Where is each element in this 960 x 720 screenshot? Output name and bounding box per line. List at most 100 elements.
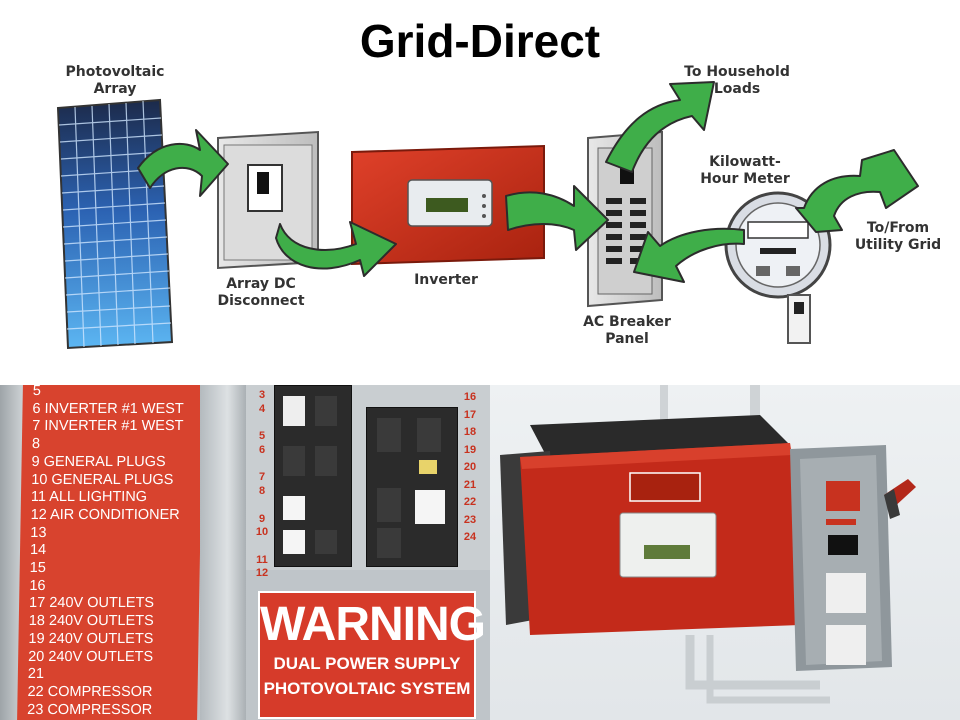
label-inverter: Inverter	[414, 272, 478, 288]
inverter-display-panel	[619, 512, 717, 578]
circuit-entry: 15	[29, 560, 47, 577]
circuit-entry: 8	[31, 436, 41, 453]
panel-door-edge	[200, 385, 246, 720]
arrow-inverter-to-panel	[505, 185, 609, 251]
label-pv-array-line1: Photovoltaic	[65, 64, 165, 80]
breaker-switch	[415, 490, 445, 524]
system-diagram	[56, 81, 919, 350]
label-dc-disconnect: Array DC Disconnect	[196, 276, 326, 310]
breaker-number: 7	[258, 471, 266, 484]
breaker-number: 19	[463, 443, 477, 456]
breaker-number: 6	[258, 443, 266, 456]
label-household-line2: Loads	[713, 81, 761, 97]
kwh-meter-icon	[724, 191, 832, 344]
label-meter-line1: Kilowatt-	[709, 154, 781, 170]
inverter-photo-art	[500, 385, 916, 704]
breaker-number: 4	[258, 402, 266, 415]
warning-label: WARNING DUAL POWER SUPPLY PHOTOVOLTAIC S…	[258, 591, 486, 719]
breaker-switch	[377, 488, 401, 522]
breaker-number: 8	[258, 484, 266, 497]
breaker-switch	[315, 530, 337, 554]
circuit-entry: 22 COMPRESSOR	[27, 683, 153, 700]
breaker-switch	[315, 396, 337, 426]
label-pv-array-line2: Array	[93, 81, 137, 97]
label-household-line1: To Household	[684, 64, 790, 80]
dc-disconnect-icon	[217, 130, 319, 270]
label-dc-disconnect-line2: Disconnect	[217, 293, 305, 309]
circuit-entry: 10 GENERAL PLUGS	[31, 471, 174, 488]
dc-disconnect-box	[790, 445, 916, 671]
label-household-loads: To Household Loads	[662, 64, 812, 98]
breaker-number: 10	[255, 526, 269, 539]
circuit-entry: 17 240V OUTLETS	[28, 595, 155, 612]
label-breaker-line2: Panel	[605, 331, 649, 347]
circuit-entry: 14	[29, 542, 47, 559]
breaker-switch	[377, 418, 401, 452]
circuit-entry: 7 INVERTER #1 WEST	[32, 418, 184, 435]
label-dc-disconnect-line1: Array DC	[226, 276, 296, 292]
breaker-number: 16	[463, 391, 477, 403]
breaker-number: 5	[258, 430, 266, 443]
label-utility-line2: Utility Grid	[854, 237, 942, 253]
breaker-switch	[315, 446, 337, 476]
breaker-column-left	[274, 385, 352, 567]
warning-heading: WARNING	[260, 598, 486, 651]
label-breaker-panel: AC Breaker Panel	[562, 314, 692, 348]
inverter-unit	[520, 443, 800, 635]
breaker-number: 3	[258, 389, 266, 401]
label-utility-grid: To/From Utility Grid	[836, 220, 960, 254]
breaker-column-right	[366, 407, 458, 567]
circuit-entry: 6 INVERTER #1 WEST	[32, 400, 184, 417]
circuit-entry: 11 ALL LIGHTING	[30, 489, 148, 506]
breaker-number: 17	[463, 408, 477, 421]
arrow-meter-utility	[795, 149, 919, 233]
breaker-switch	[283, 496, 305, 520]
label-meter-line2: Hour Meter	[700, 171, 790, 187]
warning-line1: DUAL POWER SUPPLY	[273, 654, 461, 673]
breaker-switch	[283, 396, 305, 426]
circuit-entry: 18 240V OUTLETS	[28, 613, 154, 630]
breaker-switch	[283, 530, 305, 554]
label-pv-array: Photovoltaic Array	[40, 64, 190, 98]
breaker-number: 22	[463, 496, 477, 508]
arrow-meter-to-panel	[633, 227, 745, 283]
label-kwh-meter: Kilowatt- Hour Meter	[680, 154, 810, 188]
arrow-disconnect-to-inverter	[275, 221, 397, 277]
arrow-pv-to-disconnect	[137, 129, 229, 197]
breaker-switch	[377, 528, 401, 558]
circuit-entry: 20 240V OUTLETS	[28, 648, 154, 665]
circuit-entry: 21	[27, 666, 45, 683]
breaker-switch	[417, 418, 441, 452]
breaker-number: 23	[463, 513, 477, 526]
warning-line2: PHOTOVOLTAIC SYSTEM	[263, 679, 471, 698]
breaker-number: 12	[255, 567, 269, 580]
breaker-number: 24	[463, 531, 477, 543]
circuit-entry: 5	[32, 385, 42, 399]
slide-title: Grid-Direct	[359, 15, 601, 67]
breaker-number: 9	[258, 512, 266, 525]
breaker-number: 20	[463, 461, 477, 473]
pv-array-icon	[56, 98, 174, 350]
breaker-switch	[419, 460, 437, 474]
label-breaker-line1: AC Breaker	[583, 314, 671, 330]
breaker-number: 18	[463, 426, 477, 438]
circuit-entry: 16	[29, 577, 46, 594]
arrow-panel-to-household	[605, 81, 715, 173]
circuit-entry: 12 AIR CONDITIONER	[30, 506, 180, 523]
circuit-entry: 23 COMPRESSOR	[27, 701, 153, 718]
breaker-switch	[283, 446, 305, 476]
circuit-entry: 9 GENERAL PLUGS	[31, 453, 166, 470]
breaker-number: 11	[256, 553, 268, 566]
inverter-icon	[351, 144, 545, 266]
photo-installed-inverter	[490, 385, 960, 720]
circuit-entry: 19 240V OUTLETS	[28, 630, 154, 647]
label-utility-line1: To/From	[866, 220, 930, 236]
circuit-entry: 13	[30, 524, 47, 541]
